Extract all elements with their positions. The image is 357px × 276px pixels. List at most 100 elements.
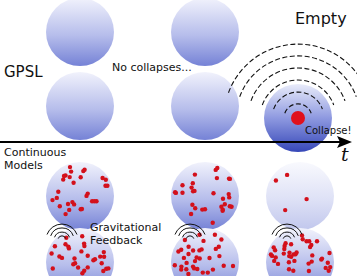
particle bbox=[282, 251, 286, 255]
particle bbox=[285, 173, 289, 177]
particle bbox=[304, 197, 308, 201]
gravity-arc bbox=[175, 224, 205, 234]
particle bbox=[68, 165, 72, 169]
particle bbox=[173, 190, 177, 194]
label: Collapse! bbox=[305, 125, 355, 137]
particle bbox=[222, 264, 226, 268]
particle bbox=[76, 265, 80, 269]
particle bbox=[189, 212, 193, 216]
particle bbox=[289, 242, 293, 246]
particle bbox=[214, 247, 218, 251]
label-slot: GPSL bbox=[4, 64, 64, 81]
particle bbox=[193, 206, 197, 210]
particle bbox=[56, 190, 60, 194]
label-slot: Continuous Models bbox=[4, 147, 76, 172]
particle bbox=[190, 203, 194, 207]
label: GPSL bbox=[4, 64, 64, 81]
sphere bbox=[171, 0, 239, 66]
particle bbox=[231, 264, 235, 268]
particle bbox=[310, 253, 314, 257]
sphere bbox=[171, 162, 239, 230]
gravity-arc bbox=[47, 224, 77, 234]
gravity-waves bbox=[47, 224, 302, 239]
particle bbox=[319, 257, 323, 261]
particle bbox=[51, 266, 55, 270]
particles bbox=[49, 165, 332, 276]
particle bbox=[283, 208, 287, 212]
particle bbox=[179, 267, 183, 271]
particle bbox=[192, 266, 196, 270]
particle bbox=[287, 254, 291, 258]
particle bbox=[186, 245, 190, 249]
particle bbox=[80, 234, 84, 238]
particle bbox=[227, 195, 231, 199]
particle bbox=[306, 261, 310, 265]
gravity-arc bbox=[186, 236, 194, 239]
particle bbox=[287, 260, 291, 264]
particle bbox=[72, 256, 76, 260]
sphere bbox=[266, 162, 334, 230]
wave-arc bbox=[229, 44, 357, 93]
sphere bbox=[46, 0, 114, 66]
particle bbox=[291, 269, 295, 273]
particle bbox=[301, 237, 305, 241]
gravity-arc bbox=[58, 236, 66, 239]
particle bbox=[63, 242, 67, 246]
particle bbox=[82, 168, 86, 172]
particle bbox=[105, 184, 109, 188]
particle bbox=[86, 265, 90, 269]
particle bbox=[55, 196, 59, 200]
label: Continuous Models bbox=[4, 147, 76, 172]
particle bbox=[273, 248, 277, 252]
sphere bbox=[171, 228, 239, 276]
particle bbox=[221, 197, 225, 201]
label: No collapses... bbox=[112, 62, 207, 75]
particle bbox=[174, 191, 178, 195]
particle bbox=[80, 271, 84, 275]
gravity-arc bbox=[272, 224, 302, 234]
particle bbox=[79, 249, 83, 253]
sphere bbox=[46, 72, 114, 140]
particle bbox=[58, 204, 62, 208]
particle bbox=[71, 181, 75, 185]
particle bbox=[68, 175, 72, 179]
particle bbox=[228, 204, 232, 208]
wave-arc bbox=[262, 80, 333, 105]
particle bbox=[79, 207, 83, 211]
particle bbox=[220, 209, 224, 213]
particle bbox=[72, 202, 76, 206]
particle bbox=[191, 181, 195, 185]
particle bbox=[192, 189, 196, 193]
particle bbox=[92, 199, 96, 203]
label: Empty bbox=[295, 10, 355, 28]
particle bbox=[194, 255, 198, 259]
wave-arc bbox=[274, 92, 323, 109]
particle bbox=[180, 191, 184, 195]
particle bbox=[327, 269, 331, 273]
particle bbox=[189, 185, 193, 189]
particle bbox=[191, 248, 195, 252]
collapse-dot bbox=[291, 111, 305, 125]
sphere bbox=[266, 228, 334, 276]
particle bbox=[53, 244, 57, 248]
gravity-arc bbox=[179, 228, 202, 236]
particle bbox=[201, 270, 205, 274]
particle bbox=[287, 267, 291, 271]
sphere bbox=[171, 72, 239, 140]
particle bbox=[100, 261, 104, 265]
particle bbox=[69, 169, 73, 173]
particle bbox=[102, 255, 106, 259]
particle bbox=[217, 254, 221, 258]
particle bbox=[49, 251, 53, 255]
particle bbox=[104, 178, 108, 182]
particle bbox=[211, 221, 215, 225]
particle bbox=[307, 239, 311, 243]
particle bbox=[211, 267, 215, 271]
particle bbox=[215, 166, 219, 170]
particle bbox=[200, 207, 204, 211]
wave-arc bbox=[251, 68, 345, 101]
particle bbox=[184, 267, 188, 271]
particle bbox=[86, 191, 90, 195]
label-slot: No collapses... bbox=[112, 62, 207, 75]
particle bbox=[182, 256, 186, 260]
